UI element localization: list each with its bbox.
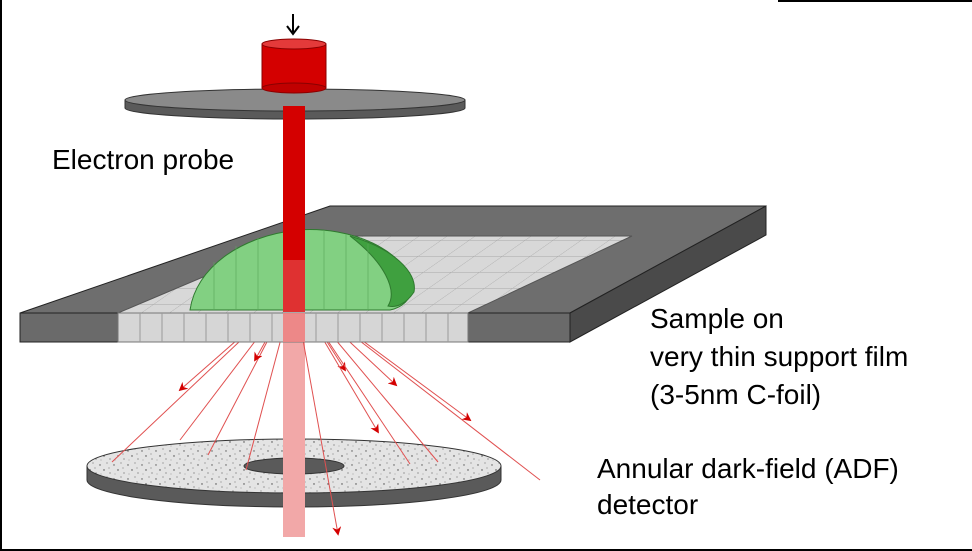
beam-in-sample [283, 260, 305, 312]
electron-source [261, 38, 327, 94]
sample-label-line2: very thin support film [650, 341, 909, 372]
sample-label-line1: Sample on [650, 303, 784, 334]
frame-top-border [778, 0, 972, 2]
frame-bottom-border [0, 549, 972, 551]
transmitted-beam [283, 342, 305, 537]
beam-in-film [283, 313, 305, 342]
arrow-down-icon [286, 14, 300, 36]
detector-label-line2: detector [597, 489, 699, 520]
frame-left-border [0, 0, 2, 551]
electron-probe-label: Electron probe [52, 144, 235, 175]
sample-label-line3: (3-5nm C-foil) [650, 379, 822, 410]
detector-label-line1: Annular dark-field (ADF) [597, 453, 899, 484]
